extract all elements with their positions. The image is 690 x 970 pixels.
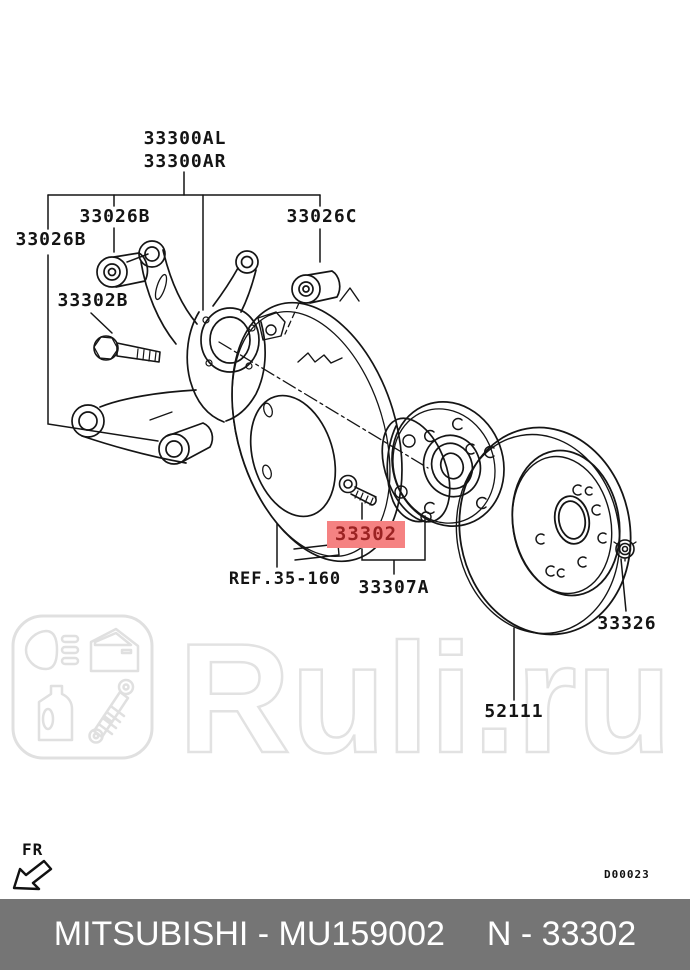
backing-plate-drawing — [231, 287, 403, 563]
car-door-icon — [89, 627, 140, 673]
label-assembly-33300al: 33300AL — [143, 128, 227, 149]
fr-direction-label: FR — [22, 840, 44, 859]
footer-brand-code: MITSUBISHI - MU159002 — [53, 915, 445, 953]
label-bushing-33026b-upper: 33026B — [79, 206, 151, 227]
drawing-number: D00023 — [604, 868, 650, 881]
bushing-rear-drawing — [291, 270, 341, 304]
label-hub-33307a: 33307A — [358, 577, 430, 598]
label-ref-35-160: REF.35-160 — [228, 569, 342, 589]
watermark-logo — [11, 614, 154, 760]
bolt-33302-drawing — [338, 474, 377, 506]
bolt-33302b-drawing — [93, 335, 161, 363]
headlight-icon — [24, 629, 80, 671]
label-bushing-33026b-lower: 33026B — [15, 229, 87, 250]
footer-part-number: N - 33302 — [486, 915, 637, 953]
fr-direction-arrow-icon — [12, 859, 53, 891]
bushing-upper-drawing — [96, 252, 149, 288]
label-disc-52111: 52111 — [484, 701, 544, 722]
label-assembly-33300ar: 33300AR — [143, 151, 227, 172]
label-33302-highlighted[interactable]: 33302 — [327, 521, 405, 548]
shock-absorber-icon — [88, 678, 135, 744]
footer-bar: MITSUBISHI - MU159002 N - 33302 — [0, 899, 690, 970]
label-bushing-33026c: 33026C — [286, 206, 358, 227]
oil-canister-icon — [37, 684, 74, 742]
knuckle-drawing — [71, 240, 286, 465]
watermark-text: Ruli.ru — [178, 612, 672, 786]
nut-drawing — [613, 539, 637, 562]
label-nut-33326: 33326 — [597, 613, 657, 634]
brake-disc-drawing — [455, 426, 632, 636]
label-bolt-33302b: 33302B — [57, 290, 129, 311]
